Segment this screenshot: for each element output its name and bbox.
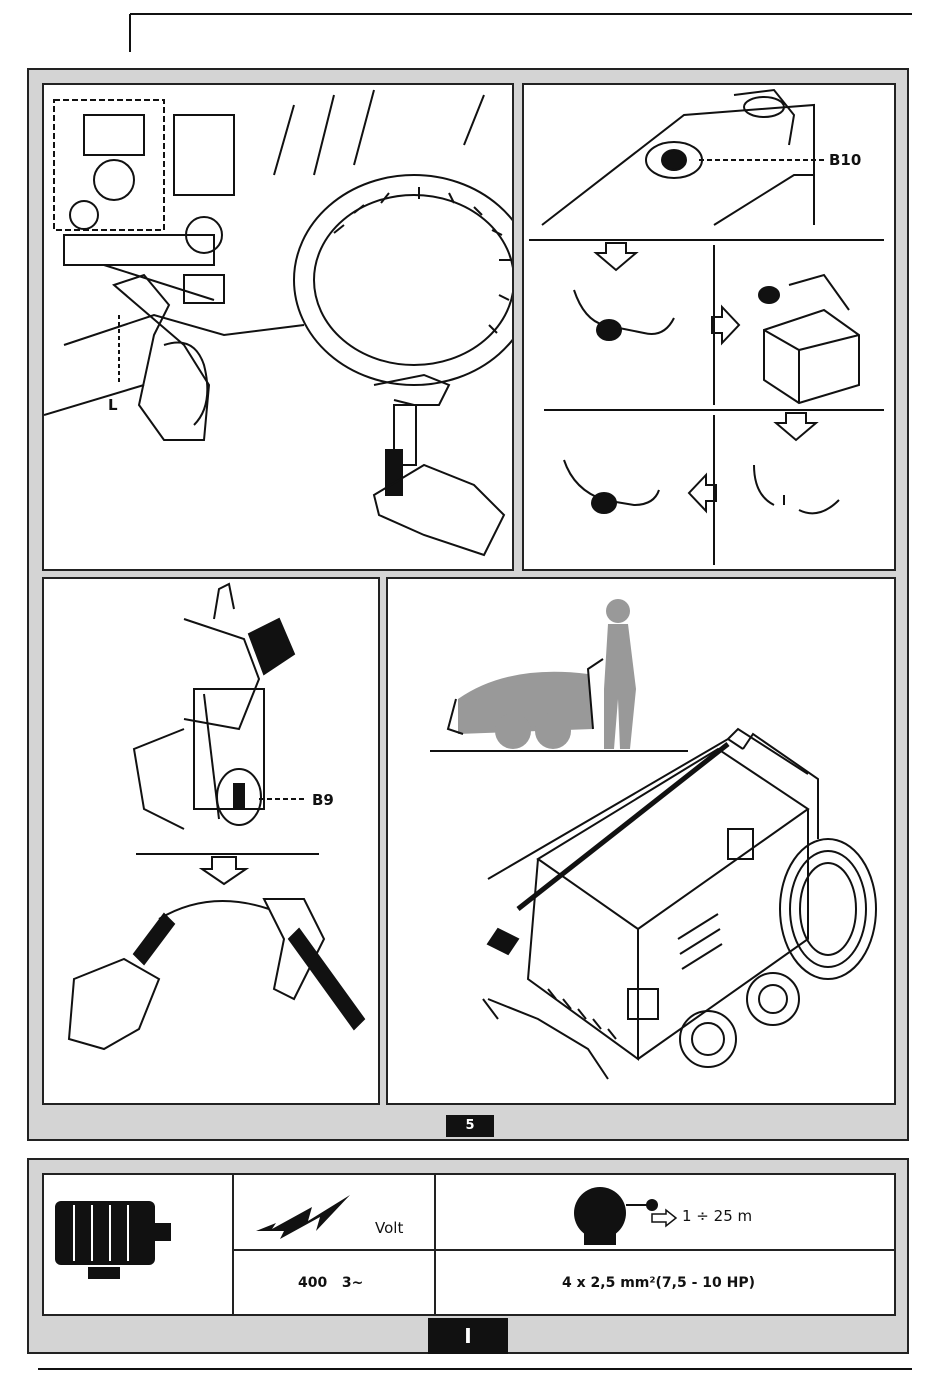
spray-gun-illustration: B9 xyxy=(44,579,380,1105)
panel-filter-cleaning: B10 xyxy=(522,83,896,571)
header-rule xyxy=(0,0,950,60)
machine-transport-illustration xyxy=(388,579,896,1105)
spec-table: Volt 1 ÷ 25 m 400 3~ 4 x 2,5 mm²(7,5 - 1… xyxy=(42,1173,896,1316)
lightning-bolt-icon xyxy=(254,1183,374,1245)
right-arrow-icon xyxy=(650,1208,680,1228)
voltage-value: 400 3~ xyxy=(298,1275,363,1291)
label-l: L xyxy=(108,396,118,414)
label-b9: B9 xyxy=(312,791,334,809)
cable-length: 1 ÷ 25 m xyxy=(682,1207,752,1225)
label-b10: B10 xyxy=(829,151,861,169)
hose-connection-illustration: L xyxy=(44,85,514,571)
cable-reel-icon xyxy=(564,1179,664,1251)
spec-table-frame: Volt 1 ÷ 25 m 400 3~ 4 x 2,5 mm²(7,5 - 1… xyxy=(27,1158,909,1354)
cable-section: 4 x 2,5 mm²(7,5 - 10 HP) xyxy=(562,1275,755,1291)
panel-machine-transport xyxy=(386,577,896,1105)
filter-cleaning-illustration: B10 xyxy=(524,85,896,571)
footer-rule xyxy=(0,1360,950,1380)
section-letter: I xyxy=(428,1318,508,1354)
panel-spray-gun: B9 xyxy=(42,577,380,1105)
figure-number: 5 xyxy=(446,1115,494,1137)
panel-hose-connection: L xyxy=(42,83,514,571)
figure-5-frame: L xyxy=(27,68,909,1141)
electric-motor-icon xyxy=(52,1197,182,1287)
volt-label: Volt xyxy=(375,1219,403,1237)
